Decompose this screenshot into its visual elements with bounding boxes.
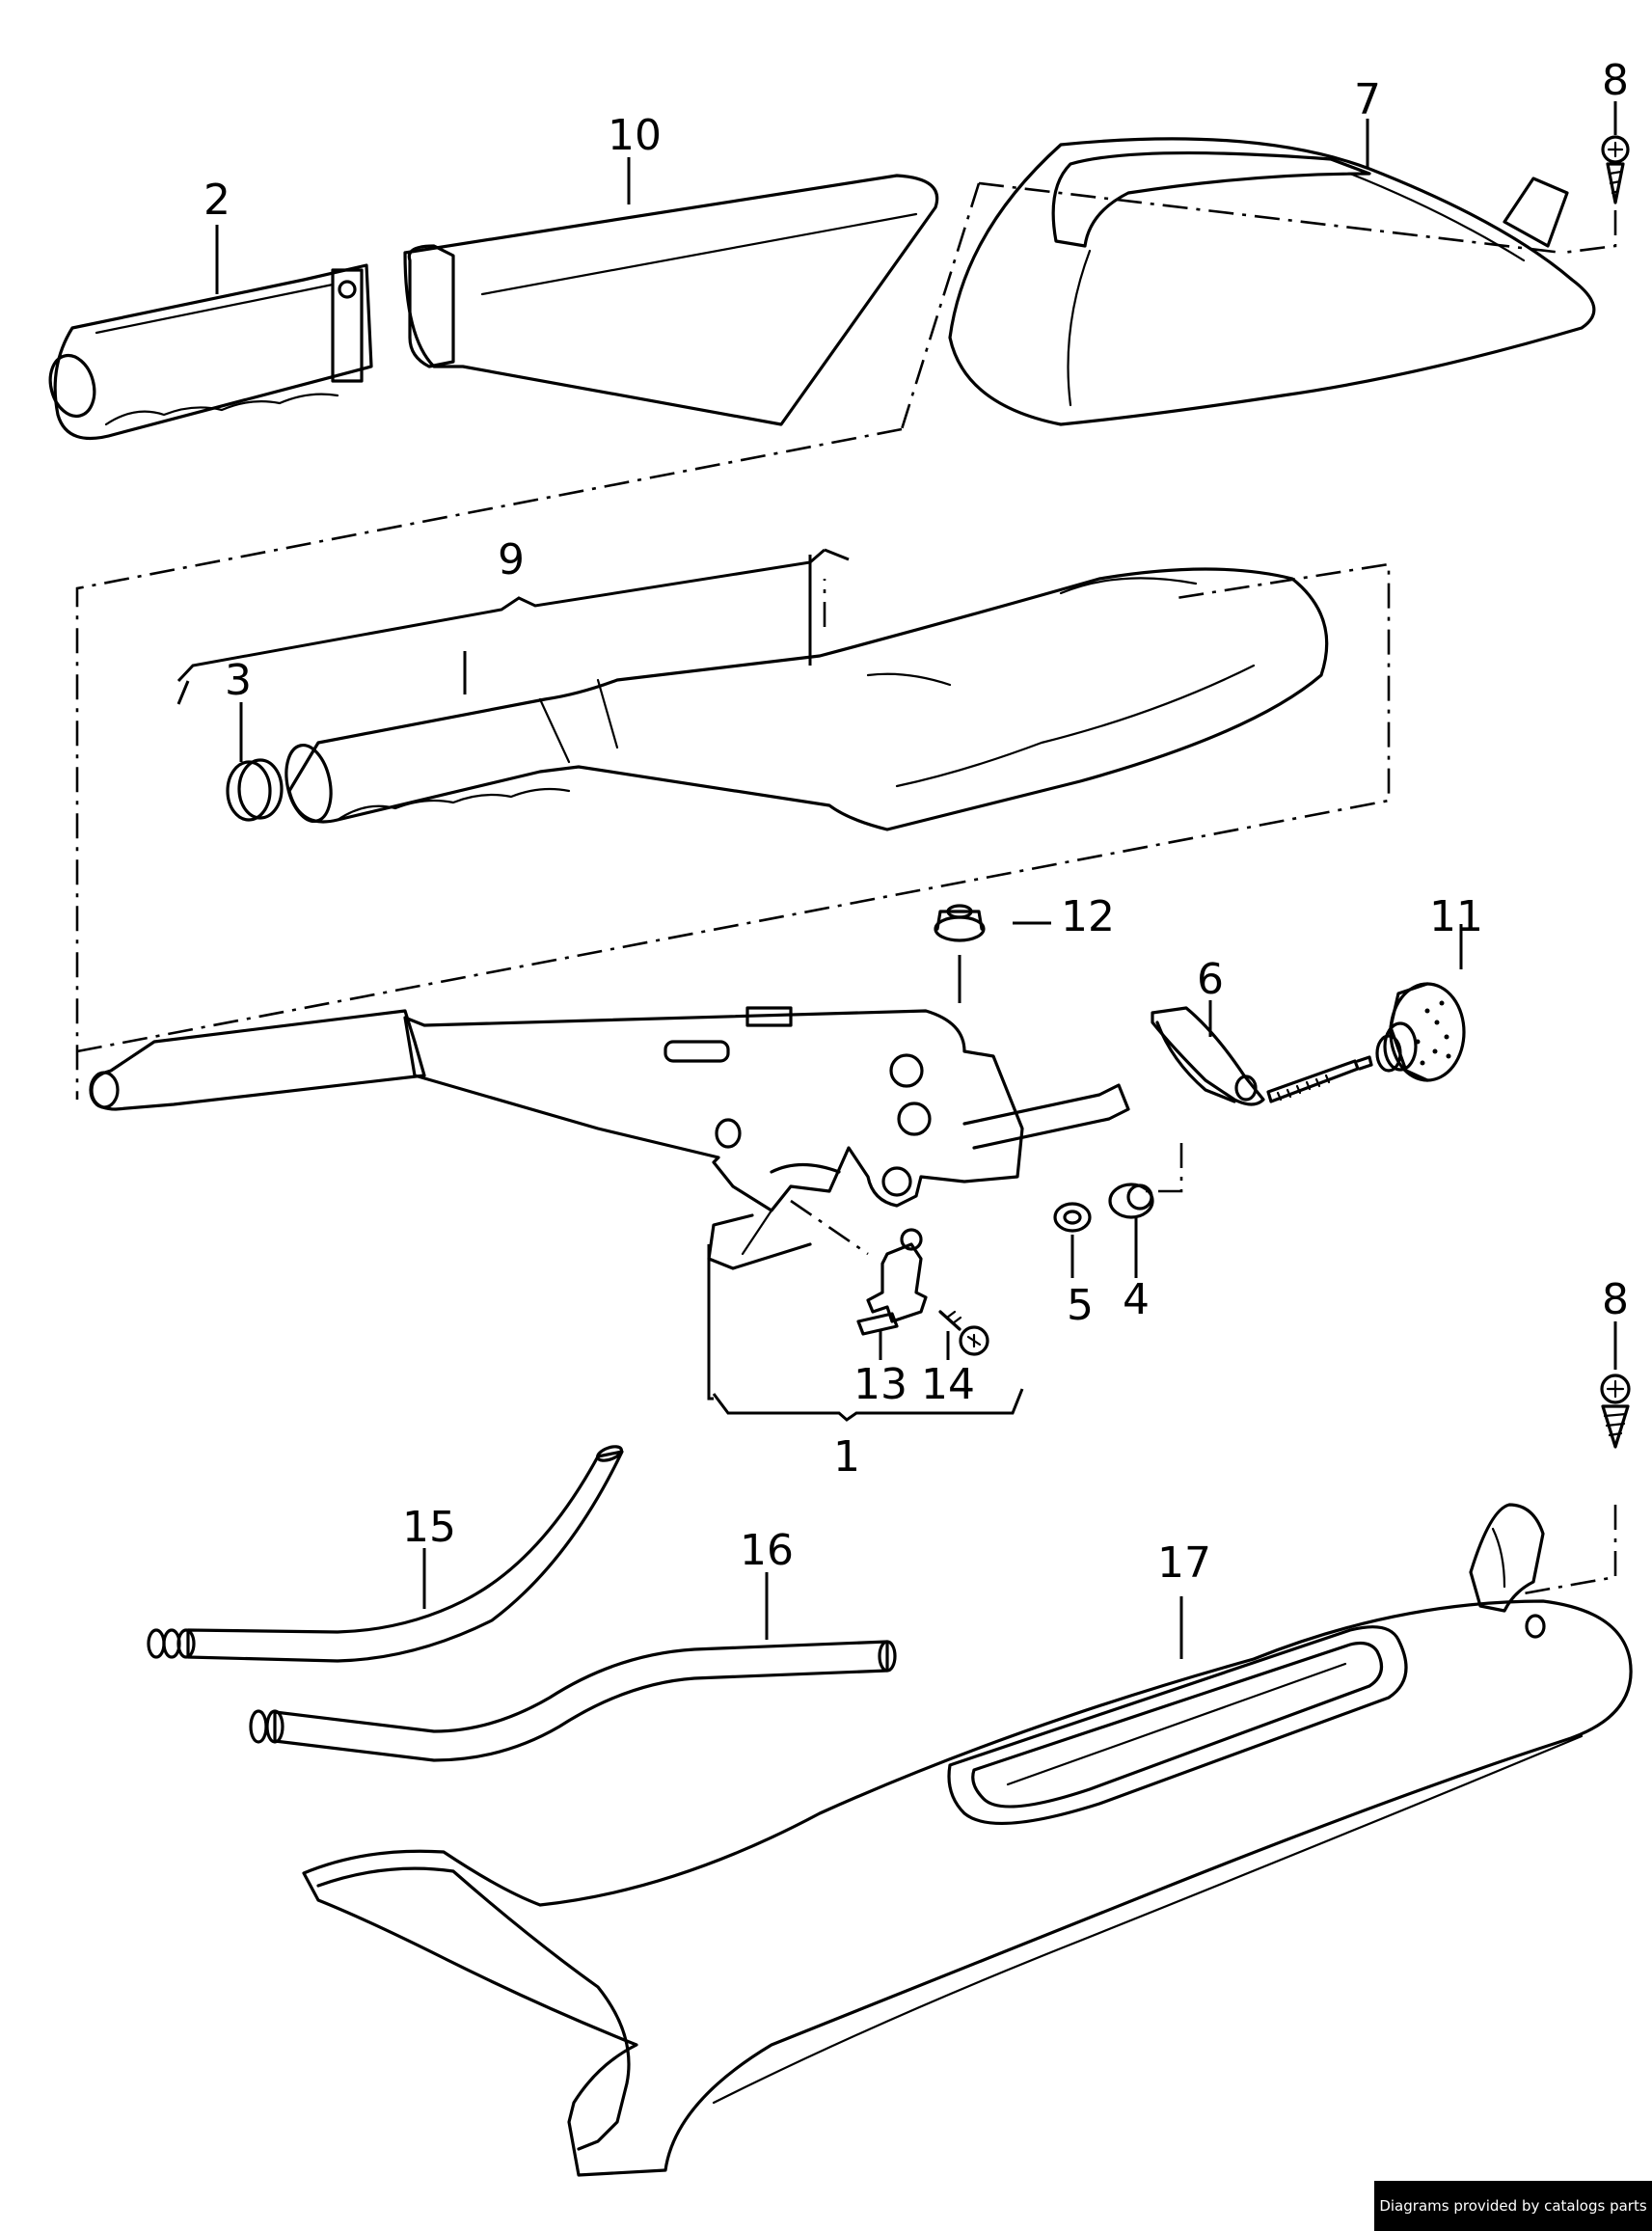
callout-16: 16: [740, 1526, 794, 1575]
callout-labels: 1 2 3 4 5 6 7 8 8 9 10 11 12 13 14 15 16…: [203, 56, 1629, 1588]
part-3-end-cap: [226, 758, 284, 822]
callout-2: 2: [203, 176, 230, 225]
callout-1: 1: [833, 1432, 860, 1482]
callout-15: 15: [402, 1503, 456, 1552]
callout-8-top: 8: [1602, 56, 1629, 105]
part-15-cable-tube: [147, 1445, 624, 1663]
callout-10: 10: [608, 111, 662, 160]
callout-9: 9: [498, 535, 525, 585]
part-14-screw: [938, 1310, 989, 1356]
leader-lines: [176, 101, 1617, 1659]
part-8-screw-bottom: [1600, 1374, 1631, 1449]
callout-14: 14: [921, 1360, 975, 1409]
callout-11: 11: [1429, 892, 1483, 941]
part-8-screw-top: [1601, 135, 1630, 204]
part-11-adjuster-knob: [1375, 982, 1466, 1082]
callout-4: 4: [1123, 1275, 1150, 1324]
callout-3: 3: [225, 656, 252, 705]
part-10-lever-cover: [403, 174, 939, 426]
footer-credit: Diagrams provided by catalogs parts: [1374, 2181, 1652, 2231]
callout-13: 13: [853, 1360, 907, 1409]
part-5-nut: [1053, 1202, 1092, 1233]
part-16-cable-tube: [249, 1640, 897, 1762]
part-13-switch: [856, 1228, 928, 1336]
part-7-boot-bezel: [948, 137, 1596, 426]
part-9-lever-with-boot: [284, 567, 1329, 831]
callout-8-bottom: 8: [1602, 1275, 1629, 1324]
part-1-lever-assembly: [89, 1006, 1130, 1270]
part-12-flange-nut: [934, 904, 986, 942]
callout-6: 6: [1197, 955, 1224, 1004]
part-2-hand-grip: [48, 263, 373, 441]
part-4-nut: [1108, 1183, 1154, 1219]
part-6-adjuster-bracket: [1151, 1006, 1265, 1106]
part-17-console-trim: [302, 1503, 1633, 2177]
callout-7: 7: [1354, 75, 1381, 124]
callout-17: 17: [1157, 1538, 1211, 1588]
callout-12: 12: [1061, 892, 1115, 941]
callout-5: 5: [1067, 1281, 1094, 1330]
adjusting-rod: [1266, 1055, 1373, 1103]
assembly-boundary-lines: [75, 181, 1617, 1595]
